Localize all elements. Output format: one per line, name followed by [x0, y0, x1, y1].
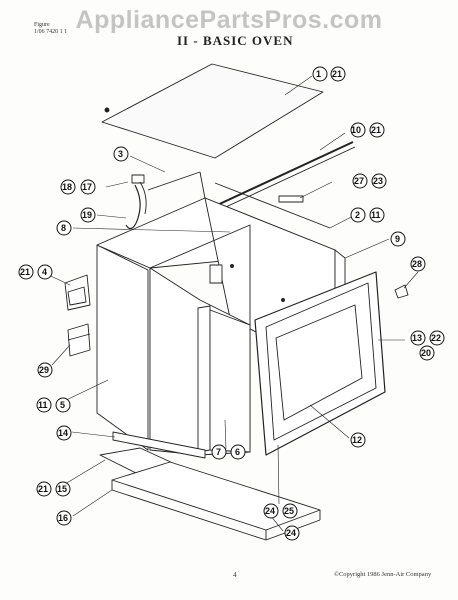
right-bracket — [278, 195, 304, 203]
callout-label: 20 — [421, 348, 431, 358]
callout-label: 22 — [431, 333, 441, 343]
base-frame — [111, 461, 321, 531]
callout-label: 6 — [235, 447, 240, 457]
callout-12[interactable]: 12 — [350, 432, 366, 448]
top-rail — [197, 141, 354, 215]
callout-label: 5 — [60, 400, 65, 410]
door-latch — [394, 284, 409, 299]
wire-harness — [125, 184, 141, 230]
callout-label: 19 — [82, 210, 92, 220]
wire-connector — [131, 174, 145, 184]
callout-label: 4 — [42, 267, 47, 277]
callout-label: 11 — [371, 210, 381, 220]
figure-label-line2: 1/06 7420 1 1 — [34, 29, 68, 35]
top-panel — [101, 63, 324, 159]
callout-18-17[interactable]: 18 17 — [60, 179, 96, 195]
callout-label: 13 — [412, 333, 422, 343]
watermark: AppliancePartsPros.com — [75, 6, 383, 34]
door-window-opening — [275, 304, 363, 421]
callout-label: 9 — [395, 234, 400, 244]
bottom-front-rail — [112, 431, 206, 459]
callout-label: 24 — [265, 506, 275, 516]
top-screw — [104, 107, 110, 113]
callout-9[interactable]: 9 — [390, 231, 406, 247]
left-side-panel — [96, 244, 149, 451]
callout-label: 3 — [118, 149, 123, 159]
copyright-notice: ©Copyright 1986 Jenn-Air Company — [334, 571, 432, 578]
callout-label: 16 — [58, 513, 68, 523]
callout-label: 1 — [316, 69, 321, 79]
callout-label: 21 — [20, 267, 30, 277]
side-trim — [197, 305, 211, 453]
callout-21-15[interactable]: 21 15 — [36, 481, 71, 497]
callout-24[interactable]: 24 — [284, 525, 300, 541]
callout-28[interactable]: 28 — [410, 256, 426, 272]
callout-label: 28 — [412, 259, 422, 269]
callout-label: 24 — [286, 528, 296, 538]
callout-10-21[interactable]: 10 21 — [350, 122, 385, 138]
callout-label: 12 — [352, 435, 362, 445]
callout-11-5[interactable]: 11 5 — [36, 397, 71, 413]
vent-slot — [209, 264, 223, 284]
callout-21-4[interactable]: 21 4 — [18, 264, 53, 280]
callout-19[interactable]: 19 — [80, 207, 96, 223]
figure-label: Figure 1/06 7420 1 1 — [34, 22, 67, 36]
callout-13-22-20[interactable]: 13 22 20 — [410, 330, 445, 361]
left-bracket — [64, 274, 91, 311]
callout-24-25[interactable]: 24 25 — [263, 503, 298, 519]
callout-7-6[interactable]: 7 6 — [211, 444, 246, 460]
callout-label: 10 — [351, 125, 361, 135]
page-number: 4 — [233, 571, 237, 579]
figure-label-line1: Figure — [34, 22, 50, 28]
junction-block — [67, 323, 91, 357]
callout-label: 2 — [355, 210, 360, 220]
callout-label: 11 — [38, 400, 48, 410]
callout-27-23[interactable]: 27 23 — [352, 173, 387, 189]
callout-label: 15 — [57, 484, 67, 494]
heat-shield — [209, 309, 251, 453]
callout-label: 18 — [62, 182, 72, 192]
callout-29[interactable]: 29 — [37, 362, 53, 378]
callout-label: 25 — [284, 506, 294, 516]
callout-label: 21 — [332, 69, 342, 79]
callout-label: 27 — [354, 176, 364, 186]
callout-label: 7 — [216, 447, 221, 457]
callout-label: 17 — [82, 182, 92, 192]
callout-8[interactable]: 8 — [56, 220, 72, 236]
diagram-title: II - BASIC OVEN — [177, 33, 294, 48]
callout-label: 14 — [58, 428, 68, 438]
callout-label: 21 — [371, 125, 381, 135]
callout-2-11[interactable]: 2 11 — [350, 207, 385, 223]
callout-14[interactable]: 14 — [56, 425, 72, 441]
callout-label: 8 — [61, 223, 66, 233]
callout-label: 23 — [373, 176, 383, 186]
callout-16[interactable]: 16 — [56, 510, 72, 526]
callout-label: 29 — [39, 365, 49, 375]
callout-3[interactable]: 3 — [113, 146, 129, 162]
callout-1-21[interactable]: 1 21 — [312, 66, 346, 82]
callout-label: 21 — [38, 484, 48, 494]
